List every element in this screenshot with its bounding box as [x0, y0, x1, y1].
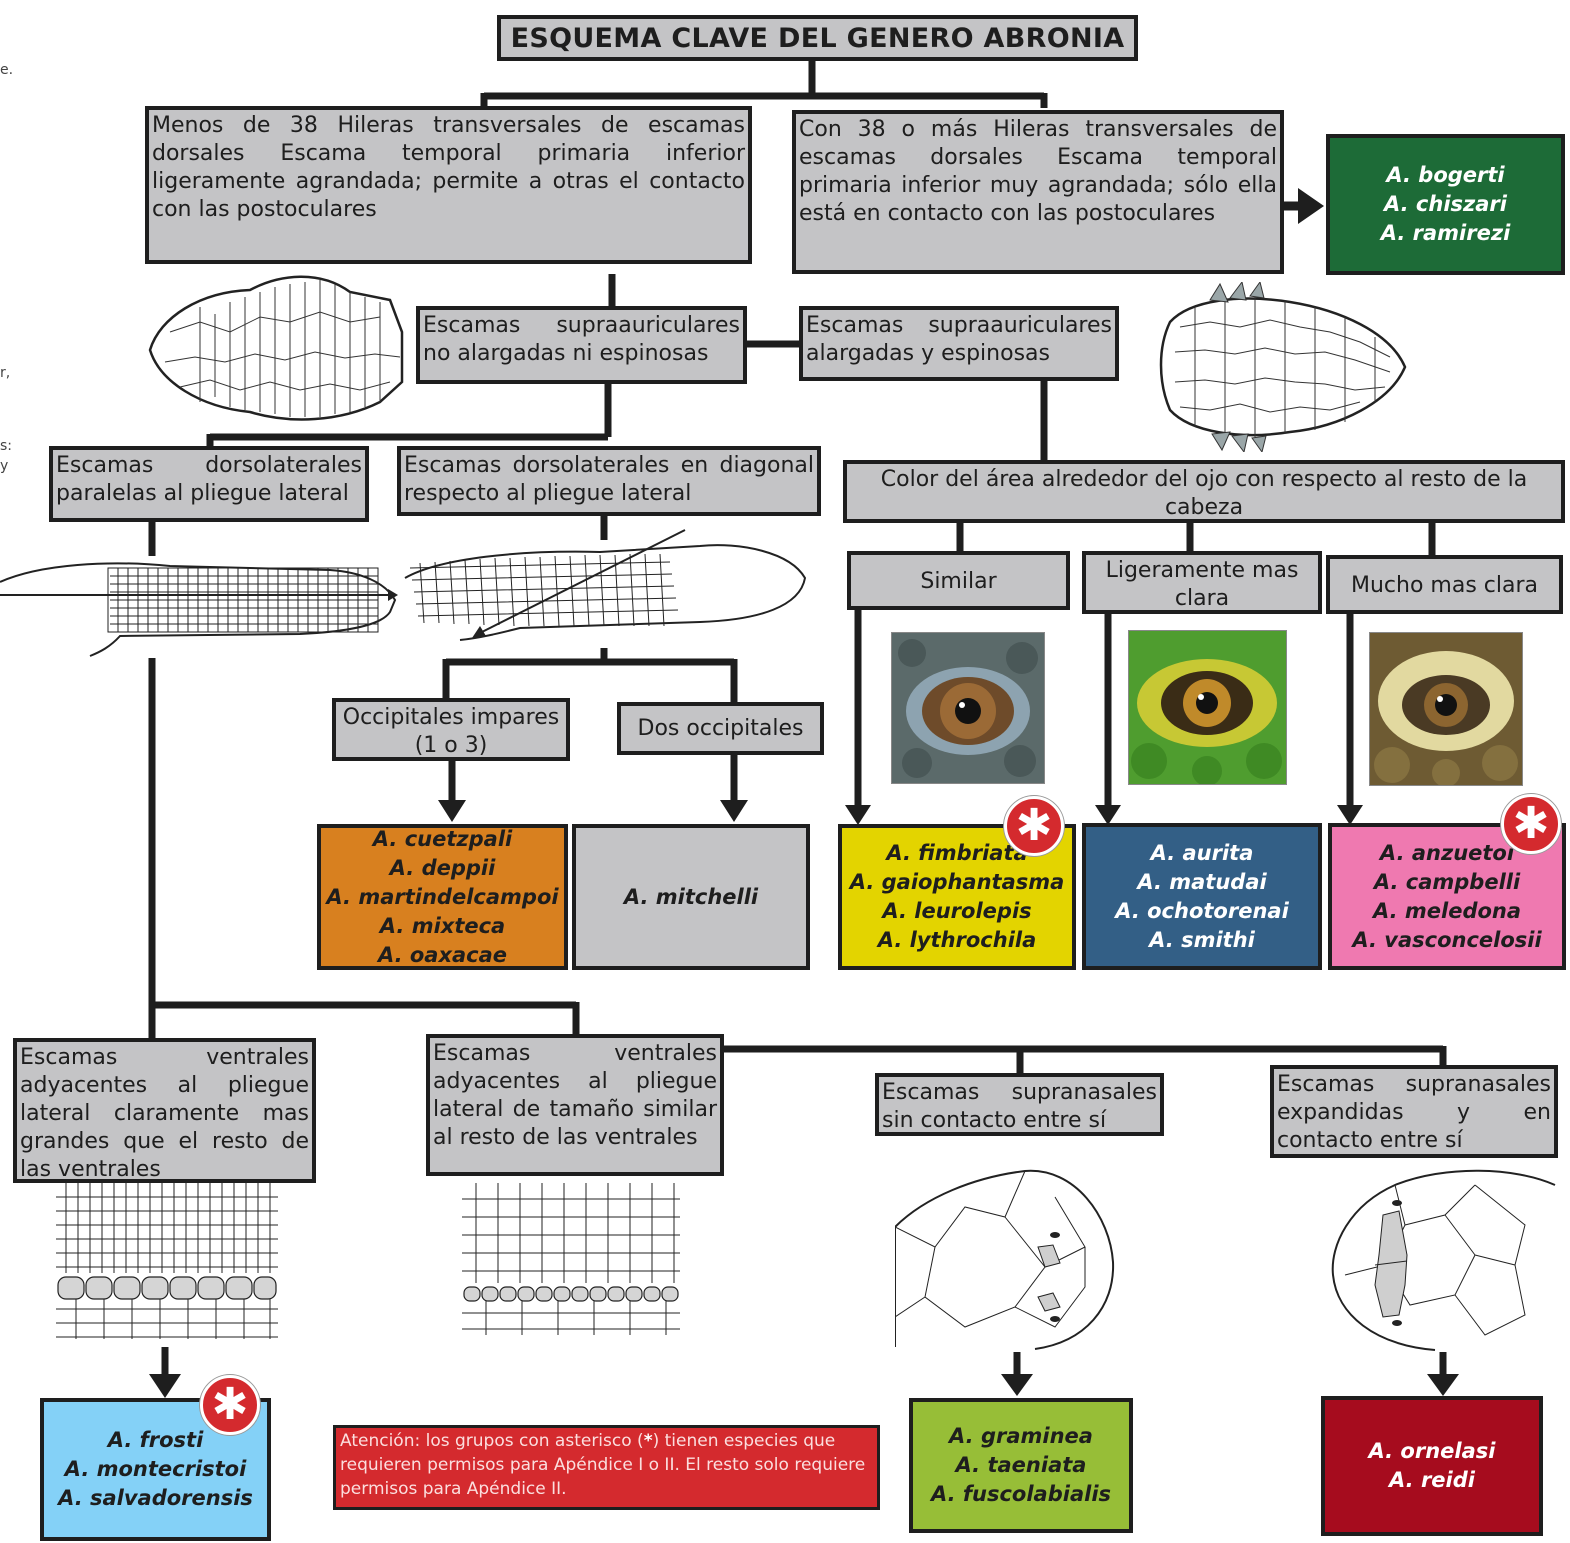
species-name: A. smithi [1149, 927, 1255, 952]
criterion-supranasal-no-contact: Escamas supranasales sin contacto entre … [875, 1073, 1164, 1136]
species-name: A. salvadorensis [58, 1486, 253, 1510]
ventral-scales-large-illustration [56, 1183, 278, 1339]
species-name: A. fimbriata [886, 841, 1028, 865]
species-name: A. lythrochila [877, 928, 1037, 952]
criterion-ventral-larger: Escamas ventrales adyacentes al pliegue … [13, 1038, 316, 1183]
note-text-after: ) tienen especies que requieren permisos… [340, 1431, 866, 1499]
species-name: A. campbelli [1373, 869, 1521, 894]
species-name: A. ramirezi [1380, 221, 1511, 245]
species-name: A. mitchelli [623, 884, 759, 909]
criterion-dorsolateral-diagonal: Escamas dorsolaterales en diagonal respe… [397, 446, 821, 516]
criterion-eye-area-color: Color del área alrededor del ojo con res… [843, 460, 1565, 523]
eye-photo-much-lighter [1369, 632, 1523, 786]
species-name: A. meledona [1372, 898, 1522, 923]
snout-supranasal-no-contact-illustration [895, 1169, 1115, 1350]
criterion-38-or-more-rows: Con 38 o más Hileras transversales de es… [792, 110, 1284, 274]
criterion-dorsolateral-parallel: Escamas dorsolaterales paralelas al plie… [49, 446, 369, 522]
head-scales-illustration [148, 275, 404, 421]
species-name: A. martindelcampoi [326, 884, 559, 909]
species-group-gray: A. mitchelli [572, 824, 810, 970]
species-name: A. cuetzpali [372, 826, 513, 851]
criterion-eye-much-lighter: Mucho mas clara [1326, 555, 1563, 614]
species-group-yellow: A. fimbriata A. gaiophantasma A. leurole… [838, 824, 1076, 970]
species-group-light-blue: A. frosti A. montecristoi A. salvadorens… [40, 1398, 271, 1541]
lizard-side-diagonal-illustration [404, 529, 807, 641]
species-name: A. taeniata [955, 1453, 1087, 1477]
eye-photo-similar [891, 632, 1045, 784]
criterion-supranasal-contact: Escamas supranasales expandidas y en con… [1270, 1065, 1558, 1158]
criterion-two-occipitals: Dos occipitales [617, 702, 824, 755]
species-group-orange: A. cuetzpali A. deppii A. martindelcampo… [317, 824, 568, 970]
species-name: A. frosti [107, 1428, 204, 1452]
species-name: A. anzuetoi [1379, 840, 1515, 865]
species-group-lime: A. graminea A. taeniata A. fuscolabialis [909, 1398, 1133, 1533]
spiny-head-illustration [1159, 282, 1407, 452]
criterion-supraauricular-not-elongated: Escamas supraauriculares no alargadas ni… [416, 306, 747, 384]
species-name: A. leurolepis [882, 899, 1032, 923]
species-name: A. gaiophantasma [849, 870, 1065, 894]
species-name: A. deppii [389, 855, 496, 880]
asterisk-badge-icon: ✱ [1004, 796, 1064, 856]
species-name: A. mixteca [379, 913, 506, 938]
lizard-side-parallel-illustration [0, 562, 398, 657]
snout-supranasal-contact-illustration [1331, 1169, 1556, 1351]
criterion-eye-similar: Similar [847, 551, 1070, 610]
eye-photo-slightly-lighter [1128, 630, 1287, 785]
species-group-blue: A. aurita A. matudai A. ochotorenai A. s… [1082, 823, 1322, 970]
criterion-supraauricular-spiny: Escamas supraauriculares alargadas y esp… [799, 306, 1119, 381]
ventral-scales-similar-illustration [462, 1183, 680, 1335]
permits-note: Atención: los grupos con asterisco (*) t… [333, 1425, 880, 1510]
species-name: A. vasconcelosii [1352, 927, 1542, 952]
species-name: A. reidi [1389, 1468, 1475, 1492]
clipped-margin-text-1: e. [0, 62, 14, 78]
species-name: A. fuscolabialis [930, 1482, 1112, 1506]
note-text-before: Atención: los grupos con asterisco ( [340, 1431, 644, 1451]
species-name: A. bogerti [1386, 163, 1505, 187]
criterion-ventral-similar: Escamas ventrales adyacentes al pliegue … [426, 1034, 724, 1176]
species-name: A. chiszari [1384, 192, 1507, 216]
species-name: A. montecristoi [64, 1457, 247, 1481]
species-name: A. matudai [1137, 869, 1267, 894]
species-name: A. ornelasi [1368, 1439, 1496, 1463]
note-asterisk: * [643, 1431, 653, 1451]
species-group-pink: A. anzuetoi A. campbelli A. meledona A. … [1328, 823, 1566, 970]
asterisk-badge-icon: ✱ [1501, 794, 1561, 854]
species-name: A. graminea [949, 1424, 1093, 1448]
clipped-margin-text-4: y [0, 458, 9, 474]
clipped-margin-text-2: r, [0, 365, 11, 381]
criterion-odd-occipitals: Occipitales impares (1 o 3) [332, 698, 570, 761]
criterion-eye-slightly-lighter: Ligeramente mas clara [1082, 551, 1322, 614]
asterisk-badge-icon: ✱ [200, 1375, 260, 1435]
species-group-crimson: A. ornelasi A. reidi [1321, 1396, 1543, 1536]
species-name: A. aurita [1150, 840, 1254, 865]
diagram-title: ESQUEMA CLAVE DEL GENERO ABRONIA [497, 15, 1138, 61]
species-name: A. oaxacae [377, 942, 508, 967]
clipped-margin-text-3: s: [0, 438, 13, 454]
species-group-green: A. bogerti A. chiszari A. ramirezi [1326, 134, 1565, 275]
species-name: A. ochotorenai [1115, 898, 1289, 923]
criterion-less-38-rows: Menos de 38 Hileras transversales de esc… [145, 106, 752, 264]
